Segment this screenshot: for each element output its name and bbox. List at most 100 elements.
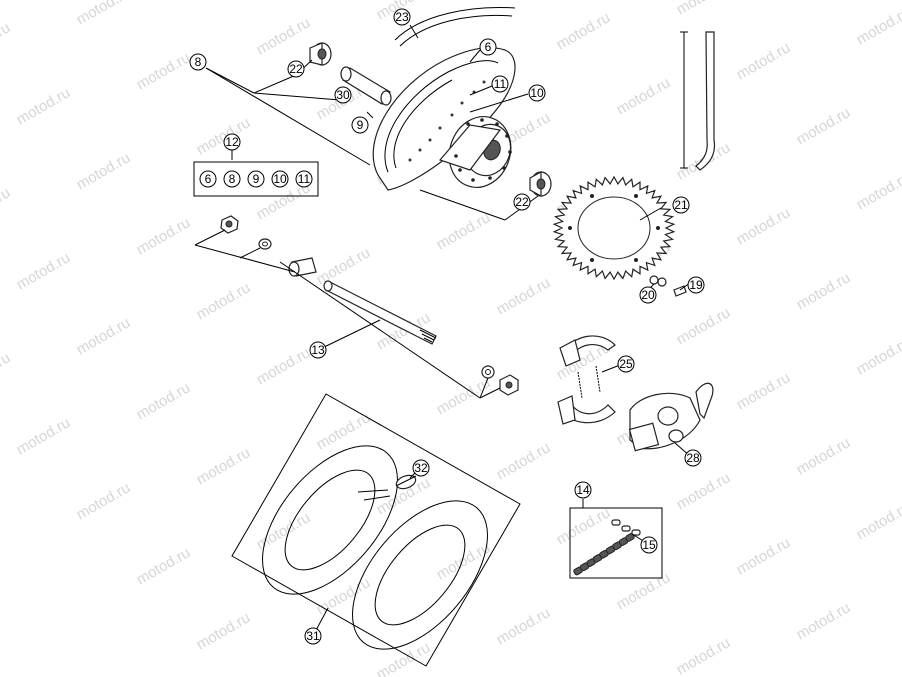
watermark-text: motod.ru [14,249,74,293]
watermark-text: motod.ru [14,414,74,458]
watermark-text: motod.ru [74,479,134,523]
watermark-text: motod.ru [554,9,614,53]
axle [323,280,437,345]
sprocket-bolt-hole [590,258,594,262]
callout-22-top: 22 [287,60,305,78]
svg-text:19: 19 [689,278,703,292]
callout-12: 12 [223,133,241,151]
washer-right [481,365,495,379]
spoke [680,31,716,171]
svg-text:15: 15 [642,538,656,552]
watermark-text: motod.ru [134,544,194,588]
watermark-text: motod.ru [134,214,194,258]
watermark-text: motod.ru [0,19,13,63]
brake-plate [628,382,714,452]
svg-text:9: 9 [357,118,364,132]
svg-text:11: 11 [494,77,507,91]
svg-text:9: 9 [253,172,260,186]
svg-text:23: 23 [395,10,409,24]
watermark-text: motod.ru [854,334,902,378]
watermark-text: motod.ru [134,49,194,93]
watermark-text: motod.ru [74,149,134,193]
callout-28: 28 [684,449,702,467]
svg-text:22: 22 [515,195,529,209]
watermark-text: motod.ru [854,169,902,213]
callout-30: 30 [334,86,352,104]
chain-master-link [611,519,641,536]
watermark-text: motod.ru [554,504,614,548]
svg-text:28: 28 [686,451,700,465]
watermark-text: motod.ru [74,0,134,28]
sprocket-bolt-hole [568,226,572,230]
kit-item-6: 6 [199,170,217,188]
callout-25: 25 [617,355,635,373]
watermark-text: motod.ru [674,469,734,513]
axle-nut-left [220,215,239,234]
rim-tape [394,7,516,41]
watermark-text: motod.ru [254,14,314,58]
brake-shoes [557,335,616,425]
watermark-text: motod.ru [794,434,854,478]
sprocket-bolt-hole [634,258,638,262]
callout-19: 19 [687,276,705,294]
watermark-text: motod.ru [614,569,674,613]
callout-32: 32 [412,459,430,477]
svg-text:20: 20 [641,288,655,302]
watermark-text: motod.ru [194,114,254,158]
svg-text:32: 32 [414,461,428,475]
callout-10: 10 [528,84,546,102]
watermark-text: motod.ru [0,184,13,228]
callout-15: 15 [640,536,658,554]
svg-text:13: 13 [311,343,325,357]
svg-text:8: 8 [229,172,236,186]
watermark-text: motod.ru [434,209,494,253]
watermark-text: motod.ru [194,609,254,653]
watermark-text: motod.ru [494,439,554,483]
kit-item-8: 8 [223,170,241,188]
spacer-tube [340,66,392,106]
watermark-text: motod.ru [194,279,254,323]
kit-item-11: 11 [295,170,313,188]
kit-item-10: 10 [271,170,289,188]
svg-text:14: 14 [576,483,590,497]
bearing-top [309,42,332,66]
callout-8: 8 [189,53,207,71]
svg-text:8: 8 [195,55,202,69]
sprocket-bolt-hole [590,194,594,198]
svg-text:31: 31 [306,629,320,643]
svg-text:10: 10 [273,172,287,186]
watermark-text: motod.ru [854,4,902,48]
kit-item-9: 9 [247,170,265,188]
bearing-bottom [529,170,552,198]
watermark-text: motod.ru [134,379,194,423]
watermark-text: motod.ru [794,269,854,313]
svg-text:6: 6 [485,40,492,54]
watermark-text: motod.ru [494,604,554,648]
callout-labels: 23 6 8 22 11 10 30 9 12 6 8 9 10 11 21 2… [189,8,705,645]
watermark-text: motod.ru [194,444,254,488]
svg-text:6: 6 [205,172,212,186]
leader-lines [194,24,691,633]
watermark-text: motod.ru [434,539,494,583]
sprocket [552,175,676,281]
watermark-text: motod.ru [614,74,674,118]
watermark-text: motod.ru [734,534,794,578]
valve [395,474,417,490]
small-screw [366,111,374,119]
svg-text:22: 22 [289,62,303,76]
axle-nut-right [499,374,519,396]
chain-kit-box [569,507,663,579]
sticker-sheet [231,393,521,667]
watermark-text: motod.ru [734,39,794,83]
watermark-text: motod.ru [674,304,734,348]
callout-20: 20 [639,286,657,304]
watermark-text: motod.ru [794,104,854,148]
svg-text:11: 11 [298,172,311,186]
washer-left [258,238,272,250]
sprocket-center-hole [577,196,651,260]
watermark-text: motod.ru [674,634,734,677]
watermark-text: motod.ru [14,84,74,128]
watermark-text: motod.ru [374,639,434,677]
callout-14: 14 [574,481,592,499]
